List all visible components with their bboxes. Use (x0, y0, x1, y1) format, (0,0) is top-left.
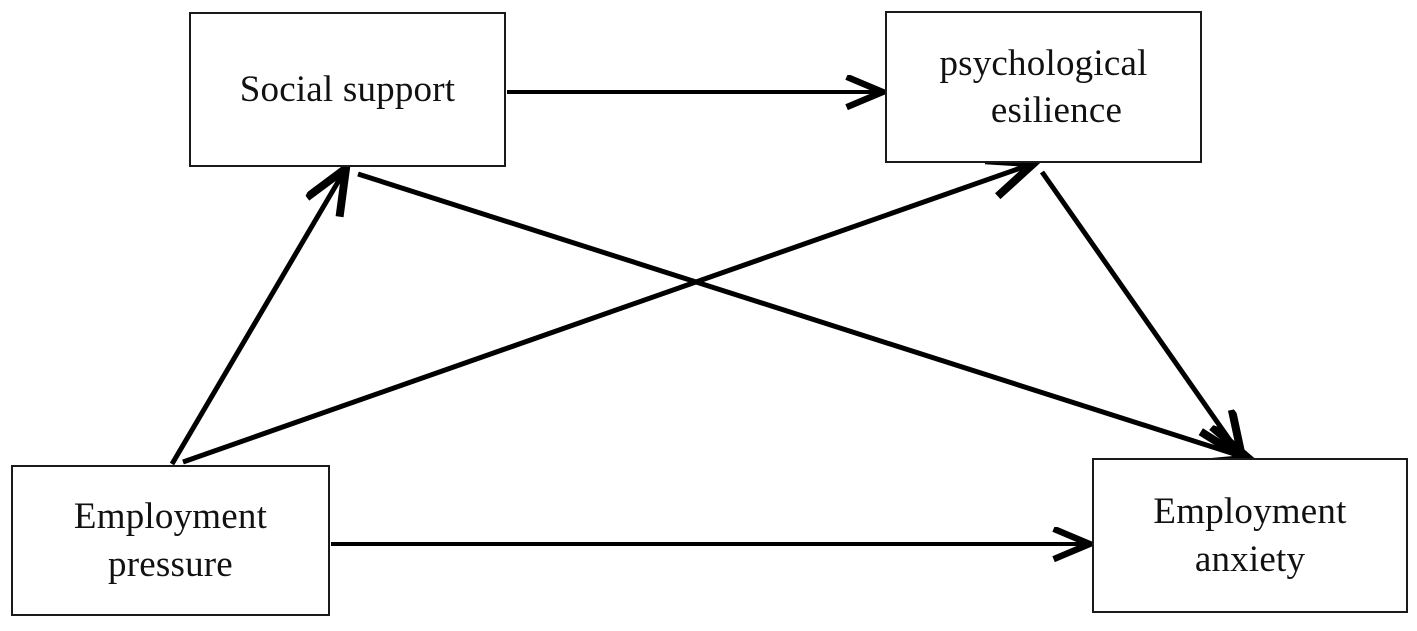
edge-employment-pressure-to-psychological-resilience (182, 164, 1032, 465)
node-psychological-resilience-label-line1: psychological (939, 42, 1148, 84)
node-employment-pressure-label-line2: pressure (108, 543, 233, 585)
node-employment-anxiety-label-line1: Employment (1153, 491, 1347, 533)
node-employment-pressure-label-line1: Employment (73, 496, 268, 538)
node-employment-pressure[interactable]: Employment pressure (11, 465, 330, 616)
node-social-support[interactable]: Social support (189, 12, 506, 167)
node-psychological-resilience-label-line2: esilience (990, 90, 1123, 131)
node-social-support-label-line1: Social support (239, 68, 456, 110)
node-employment-anxiety[interactable]: Employment anxiety (1092, 458, 1408, 613)
edge-social-support-to-employment-anxiety (357, 171, 1247, 458)
edge-employment-pressure-to-social-support (169, 170, 345, 466)
edge-psychological-resilience-to-employment-anxiety (1039, 170, 1241, 456)
node-psychological-resilience[interactable]: psychological esilience (885, 11, 1202, 163)
node-employment-anxiety-label-line2: anxiety (1194, 538, 1306, 580)
